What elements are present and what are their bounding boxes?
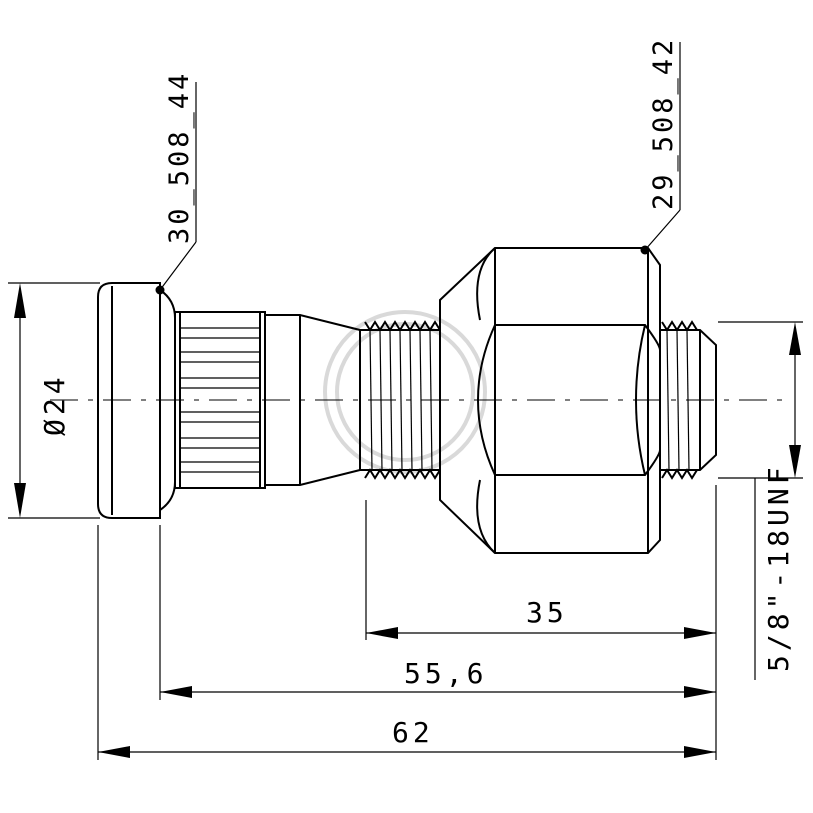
dimension-62: 62 [98, 716, 716, 758]
diameter-arrow-top [14, 283, 26, 318]
extension-lines [97, 485, 717, 760]
callout-right: 29_508_42 [640, 37, 681, 255]
dimension-62-label: 62 [392, 716, 434, 749]
callout-right-label: 29_508_42 [648, 37, 679, 210]
callout-left: 30_508_44 [155, 71, 197, 295]
knurled-shank [174, 311, 266, 489]
thread-arrow-top [789, 322, 801, 355]
watermark-logo [323, 310, 487, 474]
diameter-dimension [8, 282, 100, 519]
thread-spec-label: 5/8"-18UNF [762, 463, 795, 672]
left-thread-flanks [369, 329, 433, 471]
right-thread [660, 320, 717, 480]
dimension-35: 35 [366, 596, 716, 639]
diameter-arrow-bottom [14, 483, 26, 518]
dimension-35-label: 35 [526, 596, 568, 629]
diameter-label: Ø24 [38, 373, 71, 436]
callout-left-label: 30_508_44 [164, 71, 195, 244]
right-thread-flanks [666, 329, 690, 471]
thread-arrow-bottom [789, 445, 801, 478]
tapered-neck [265, 314, 361, 486]
hex-nut [439, 247, 661, 554]
dimension-55-6: 55,6 [160, 657, 716, 698]
dimension-55-6-label: 55,6 [404, 657, 487, 690]
knurl-lines [180, 327, 260, 473]
